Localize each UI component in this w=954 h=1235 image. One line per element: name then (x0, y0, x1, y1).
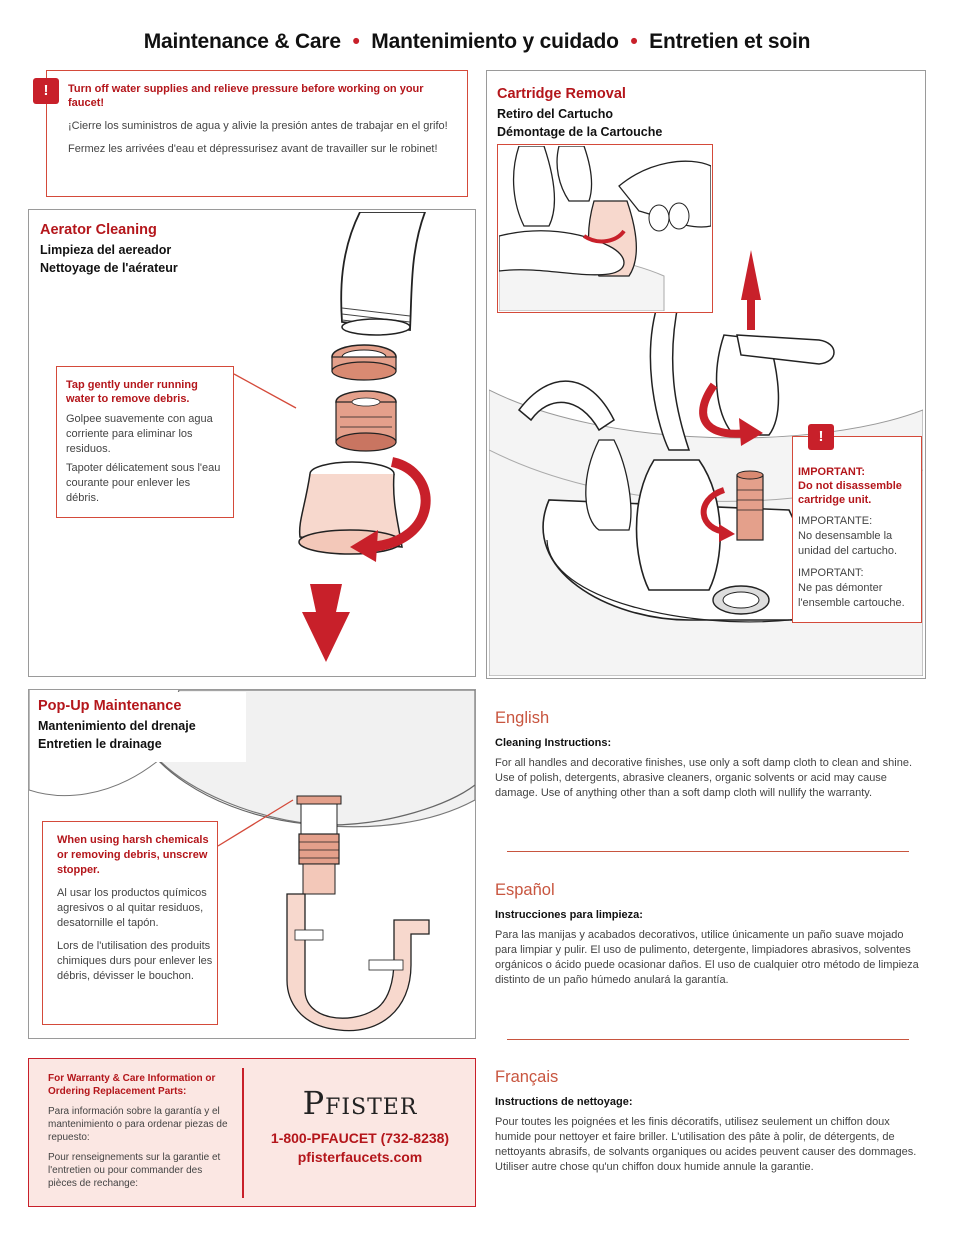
footer-contact: Pfister 1-800-PFAUCET (732-8238) pfister… (250, 1084, 470, 1165)
warning-text: Turn off water supplies and relieve pres… (68, 82, 448, 157)
footer-box (28, 1058, 476, 1207)
cartridge-inset-illustration (499, 146, 711, 311)
cartridge-heading-spanish: Retiro del Cartucho (497, 107, 613, 121)
footer-spanish: Para información sobre la garantía y el … (48, 1106, 228, 1143)
popup-heading-spanish: Mantenimiento del drenaje (38, 719, 196, 733)
warning-spanish: ¡Cierre los suministros de agua y alivie… (68, 120, 448, 132)
cleaning-french-section: Français Instructions de nettoyage: Pour… (495, 1068, 927, 1175)
aerator-note-box (56, 366, 234, 518)
popup-heading-group: Pop-Up Maintenance Mantenimiento del dre… (38, 698, 196, 753)
title-spanish: Mantenimiento y cuidado (371, 30, 619, 53)
aerator-heading-group: Aerator Cleaning Limpieza del aereador N… (40, 222, 178, 277)
aerator-note-french: Tapoter délicatement sous l'eau courante… (66, 462, 221, 504)
aerator-heading: Aerator Cleaning (40, 222, 157, 238)
footer-phone[interactable]: 1-800-PFAUCET (732-8238) (270, 1130, 450, 1146)
aerator-callout-line (234, 373, 297, 409)
popup-note-spanish: Al usar los productos químicos agresivos… (57, 887, 207, 929)
divider (507, 851, 909, 852)
footer-divider (242, 1068, 244, 1198)
cartridge-heading-group: Cartridge Removal Retiro del Cartucho Dé… (497, 86, 662, 141)
title-english: Maintenance & Care (143, 30, 341, 53)
aerator-heading-french: Nettoyage de l'aérateur (40, 261, 178, 275)
divider (507, 1039, 909, 1040)
warning-french: Fermez les arrivées d'eau et dépressuris… (68, 143, 438, 155)
footer-website-link[interactable]: pfisterfaucets.com (297, 1149, 423, 1165)
popup-note-english: When using harsh chemicals or removing d… (57, 834, 209, 876)
cleaning-spanish-body: Para las manijas y acabados decorativos,… (495, 929, 919, 986)
cartridge-heading-french: Démontage de la Cartouche (497, 125, 663, 139)
footer-english: For Warranty & Care Information or Order… (48, 1073, 216, 1097)
cleaning-spanish-subheading: Instrucciones para limpieza: (495, 909, 643, 921)
popup-heading: Pop-Up Maintenance (38, 698, 182, 714)
popup-note-french: Lors de l'utilisation des produits chimi… (57, 940, 213, 982)
footer-info: For Warranty & Care Information or Order… (48, 1072, 233, 1190)
warning-english: Turn off water supplies and relieve pres… (68, 83, 424, 109)
cartridge-important-english-label: IMPORTANT: (798, 466, 866, 478)
cleaning-spanish-heading: Español (495, 881, 555, 899)
page-title: Maintenance & Care • Mantenimiento y cui… (0, 30, 954, 54)
title-separator: • (630, 30, 638, 53)
footer-french: Pour renseignements sur la garantie et l… (48, 1152, 221, 1189)
popup-note-box (42, 821, 218, 1025)
cartridge-important-english: Do not disassemble cartridge unit. (798, 480, 902, 506)
cartridge-important-french-label: IMPORTANT: (798, 567, 864, 579)
cartridge-important-spanish: No desensamble la unidad del cartucho. (798, 530, 898, 557)
cleaning-english-body: For all handles and decorative finishes,… (495, 757, 913, 799)
cleaning-english-subheading: Cleaning Instructions: (495, 737, 612, 749)
cleaning-spanish-section: Español Instrucciones para limpieza: Par… (495, 881, 927, 988)
warning-box (46, 70, 468, 197)
cartridge-important-box (792, 436, 922, 623)
cartridge-warning-icon: ! (808, 424, 834, 450)
cartridge-heading: Cartridge Removal (497, 86, 626, 102)
cleaning-french-body: Pour toutes les poignées et les finis dé… (495, 1116, 917, 1173)
popup-heading-bg (30, 692, 246, 762)
aerator-heading-spanish: Limpieza del aereador (40, 243, 172, 257)
cartridge-important-french: Ne pas démonter l'ensemble cartouche. (798, 582, 905, 609)
cartridge-important-spanish-label: IMPORTANTE: (798, 515, 873, 527)
cleaning-french-heading: Français (495, 1068, 559, 1086)
title-separator: • (352, 30, 360, 53)
warning-icon: ! (33, 78, 59, 104)
title-french: Entretien et soin (649, 30, 811, 53)
pfister-logo: Pfister (302, 1084, 418, 1122)
cleaning-english-section: English Cleaning Instructions: For all h… (495, 709, 927, 801)
cleaning-english-heading: English (495, 709, 550, 727)
popup-callout-line (218, 799, 294, 847)
aerator-illustration (298, 212, 431, 662)
popup-note: When using harsh chemicals or removing d… (57, 833, 213, 984)
aerator-note-english: Tap gently under running water to remove… (66, 379, 198, 405)
aerator-note-spanish: Golpee suavemente con agua corriente par… (66, 413, 213, 455)
cleaning-french-subheading: Instructions de nettoyage: (495, 1096, 633, 1108)
popup-heading-french: Entretien le drainage (38, 737, 162, 751)
cartridge-important-text: IMPORTANT: Do not disassemble cartridge … (798, 465, 918, 611)
aerator-note: Tap gently under running water to remove… (66, 378, 226, 506)
